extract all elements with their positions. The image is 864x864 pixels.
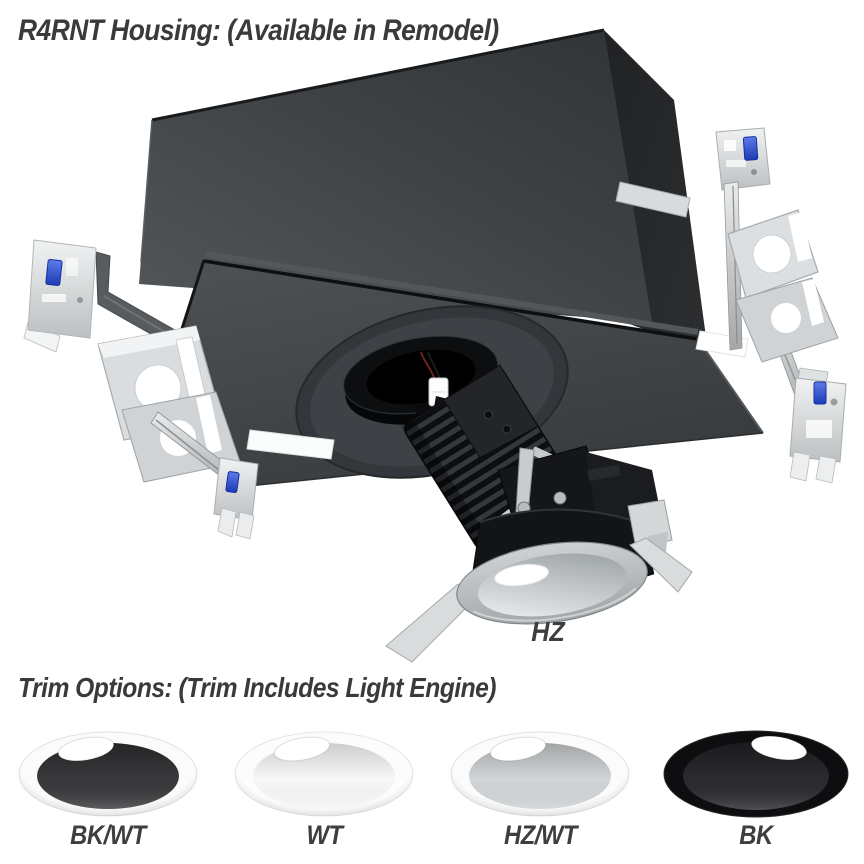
housing-figure-image <box>23 28 847 663</box>
trim-option-wt-image <box>234 731 414 817</box>
trim-option-label: BK <box>739 820 773 850</box>
light-aperture <box>273 736 331 762</box>
lead-wire-red <box>420 351 436 381</box>
trim-option-hz-wt-image <box>450 731 630 817</box>
trim-option-wt: WT <box>216 722 432 851</box>
trim-option-label: BK/WT <box>70 820 146 850</box>
light-aperture <box>494 564 549 587</box>
light-aperture <box>750 735 808 761</box>
trim-option-bk-image <box>663 730 849 818</box>
housing-title: R4RNT Housing: (Available in Remodel) <box>18 14 499 47</box>
mounting-bracket-right-lower <box>789 367 847 484</box>
blue-clip-icon <box>45 259 63 286</box>
nail-plate-right-icon <box>615 181 691 218</box>
trim-option-hz-wt: HZ/WT <box>432 722 648 851</box>
mounting-bracket-right-upper <box>715 127 771 351</box>
trim-unit-hz <box>385 499 693 663</box>
butterfly-bracket-left <box>246 429 335 460</box>
blue-clip-icon <box>225 471 240 493</box>
blue-clip-icon <box>742 136 759 161</box>
trim-option-label: WT <box>305 820 343 850</box>
light-aperture <box>57 736 115 762</box>
keyhole-plates-right <box>727 209 839 363</box>
trim-options-title: Trim Options: (Trim Includes Light Engin… <box>18 672 496 703</box>
trim-ring-hz <box>456 541 648 625</box>
trim-option-bk-wt-image <box>18 731 198 817</box>
figure-trim-finish-label: HZ <box>531 616 565 647</box>
mounting-pan <box>154 251 764 487</box>
trim-option-bk-wt: BK/WT <box>0 722 216 851</box>
spring-clip-right <box>629 537 693 593</box>
blue-clip-icon <box>813 381 827 405</box>
mounting-bracket-left-upper <box>23 239 97 353</box>
mounting-bracket-left-lower <box>213 457 259 540</box>
light-aperture <box>489 736 547 762</box>
lead-wire-black <box>427 351 441 381</box>
trim-options-row: BK/WT WT HZ/WT <box>0 722 864 851</box>
trim-option-label: HZ/WT <box>503 820 577 850</box>
trim-option-bk: BK <box>648 722 864 851</box>
